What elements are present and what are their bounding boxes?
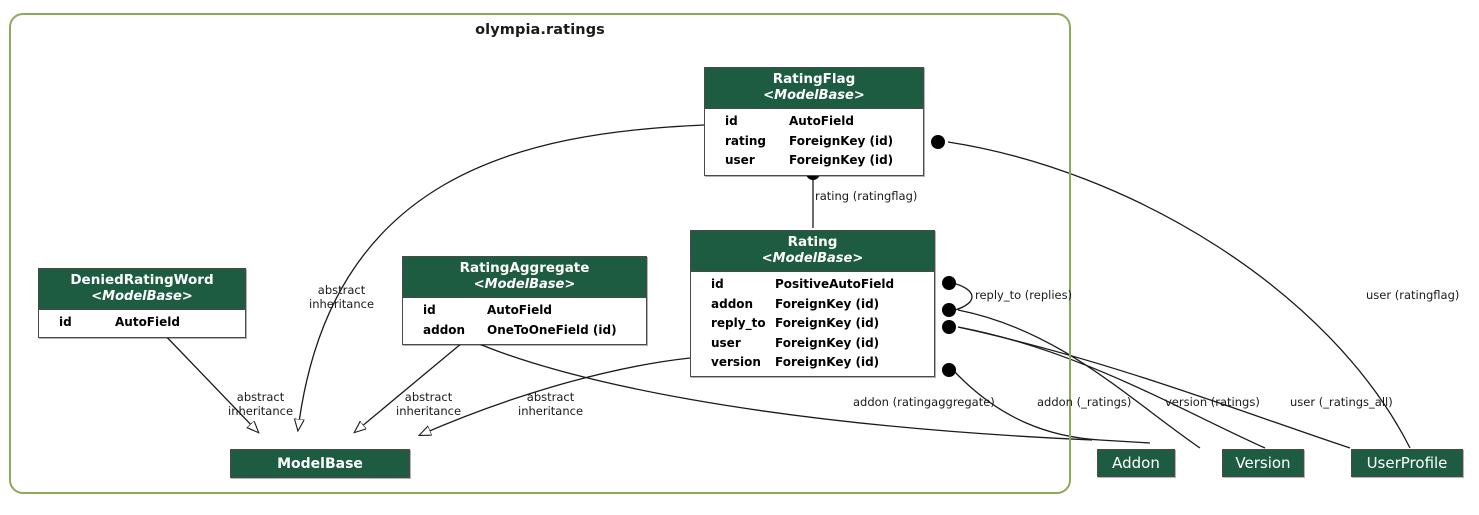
edge-label-line2: inheritance [309,296,375,311]
edge-ratingflag-modelbase [298,124,705,430]
class-box-modelbase[interactable]: ModelBase [230,449,410,478]
attribute-type: ForeignKey (id) [775,355,880,369]
dot-ratingflag-user [931,135,945,149]
edge-deniedratingword-modelbase [159,329,258,432]
class-header-ratingflag: RatingFlag <ModelBase> [705,68,923,110]
edge-label-line2: inheritance [518,403,584,418]
attribute-row: rating ForeignKey (id) [705,132,923,151]
attribute-row: user ForeignKey (id) [691,334,934,353]
attribute-row: reply_to ForeignKey (id) [691,314,934,333]
dot-rating-version-user [942,320,956,334]
class-stereotype-ratingflag: <ModelBase> [763,87,865,103]
class-box-ratingaggregate[interactable]: RatingAggregate <ModelBase> id AutoField… [402,256,647,346]
edge-label-line2: inheritance [396,403,462,418]
attribute-row: user ForeignKey (id) [705,151,923,170]
class-attributes-rating: id PositiveAutoField addon ForeignKey (i… [691,272,934,377]
attribute-type: ForeignKey (id) [775,335,880,350]
edge-label-addon-ratingaggregate: addon (ratingaggregate) [853,395,995,409]
edge-rating-user-userprofile [957,326,1351,449]
attribute-name: reply_to [711,316,766,331]
attribute-type: AutoField [789,114,854,129]
attribute-row: id AutoField [705,112,923,131]
edge-label-user-ratingflag: user (ratingflag) [1366,288,1460,302]
class-stereotype-ratingaggregate: <ModelBase> [473,276,576,292]
class-stereotype-rating: <ModelBase> [761,250,864,266]
edge-label-abstract-inheritance-2: abstract inheritance [228,390,294,418]
edge-label-line2: inheritance [228,403,294,418]
edge-label-reply-to-replies: reply_to (replies) [975,288,1073,302]
edge-label-abstract-inheritance-1: abstract inheritance [309,283,375,311]
attribute-row: id AutoField [39,313,245,332]
class-stereotype-deniedratingword: <ModelBase> [91,288,193,304]
dot-rating-replyto-a [942,276,956,290]
attribute-type: ForeignKey (id) [789,153,894,168]
attribute-row: addon ForeignKey (id) [691,295,934,314]
edge-label-abstract-inheritance-4: abstract inheritance [518,390,584,418]
attribute-row: id AutoField [403,301,646,320]
attribute-type: ForeignKey (id) [775,296,880,311]
class-header-ratingaggregate: RatingAggregate <ModelBase> [403,257,646,299]
edge-label-version-ratings: version (ratings) [1165,395,1260,409]
attribute-row: addon OneToOneField (id) [403,321,646,340]
attribute-name: user [711,335,741,350]
package-frame [9,13,1071,494]
attribute-row: id PositiveAutoField [691,275,934,294]
attribute-type: ForeignKey (id) [775,316,880,331]
class-attributes-deniedratingword: id AutoField [39,310,245,337]
class-box-addon[interactable]: Addon [1097,449,1175,477]
attribute-name: rating [725,133,766,148]
class-name-rating: Rating [787,234,838,250]
attribute-name: id [725,114,738,129]
attribute-name: id [59,315,72,330]
edge-label-line1: abstract [526,390,575,404]
class-name-deniedratingword: DeniedRatingWord [70,272,214,288]
class-box-rating[interactable]: Rating <ModelBase> id PositiveAutoField … [690,230,935,378]
class-attributes-ratingflag: id AutoField rating ForeignKey (id) user… [705,109,923,175]
class-attributes-ratingaggregate: id AutoField addon OneToOneField (id) [403,298,646,345]
class-box-deniedratingword[interactable]: DeniedRatingWord <ModelBase> id AutoFiel… [38,268,246,338]
package-title: olympia.ratings [475,22,605,38]
edge-label-line1: abstract [404,390,453,404]
edge-label-line1: abstract [317,283,366,297]
attribute-type: OneToOneField (id) [487,322,617,337]
edge-ratingaggregate-addon-tail [469,339,1093,441]
attribute-row: version ForeignKey (id) [691,353,934,372]
dot-ratingaggregate-addon [942,363,956,377]
attribute-type: AutoField [115,315,180,330]
class-name-ratingaggregate: RatingAggregate [459,260,590,276]
class-name-ratingflag: RatingFlag [772,71,856,87]
attribute-type: AutoField [487,303,552,318]
class-box-ratingflag[interactable]: RatingFlag <ModelBase> id AutoField rati… [704,67,924,176]
edge-label-abstract-inheritance-3: abstract inheritance [396,390,462,418]
attribute-name: id [711,277,724,292]
dot-rating-addon [942,303,956,317]
attribute-name: addon [423,322,466,337]
edge-label-addon-ratings: addon (_ratings) [1037,395,1132,409]
edge-label-user-ratings-all: user (_ratings_all) [1290,395,1393,409]
edge-rating-modelbase [420,357,691,435]
attribute-name: user [725,153,755,168]
class-header-deniedratingword: DeniedRatingWord <ModelBase> [39,269,245,311]
class-box-version[interactable]: Version [1222,449,1304,477]
edge-ratingaggregate-modelbase [355,337,469,432]
attribute-name: version [711,355,761,369]
edge-reply-to-self [952,282,973,311]
edge-label-line1: abstract [236,390,285,404]
attribute-type: PositiveAutoField [775,277,895,292]
attribute-type: ForeignKey (id) [789,133,894,148]
edge-rating-addon-2 [957,309,1201,449]
edge-ratingflag-user-userprofile [947,141,1411,449]
attribute-name: id [423,303,436,318]
attribute-name: addon [711,296,754,311]
edge-ratingaggregate-addon [952,369,1151,444]
class-header-rating: Rating <ModelBase> [691,231,934,273]
class-box-userprofile[interactable]: UserProfile [1351,449,1463,477]
edge-label-rating-ratingflag: rating (ratingflag) [815,189,918,203]
